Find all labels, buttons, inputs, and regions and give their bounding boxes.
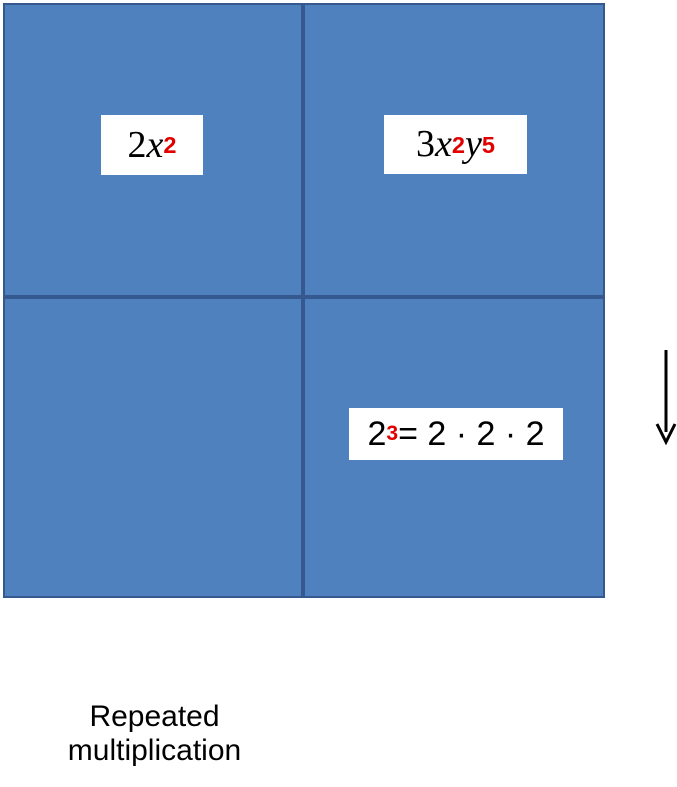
arrow-down-icon bbox=[655, 350, 677, 446]
variable-y: y bbox=[465, 123, 482, 166]
repeated-text-line-1: Repeated bbox=[89, 700, 220, 734]
variable-x: x bbox=[146, 123, 164, 166]
repeated-text-line-2: multiplication bbox=[67, 734, 242, 767]
coefficient-3: 3 bbox=[416, 123, 436, 166]
label-box-repeated-multiplication: Repeated multiplication bbox=[30, 681, 279, 787]
base-2: 2 bbox=[367, 414, 387, 453]
coefficient-2: 2 bbox=[127, 123, 147, 166]
variable-x: x bbox=[435, 123, 452, 166]
expansion-equals: = 2 · 2 · 2 bbox=[398, 414, 545, 453]
grid-cell-bottom-left: Repeated multiplication bbox=[3, 297, 303, 787]
